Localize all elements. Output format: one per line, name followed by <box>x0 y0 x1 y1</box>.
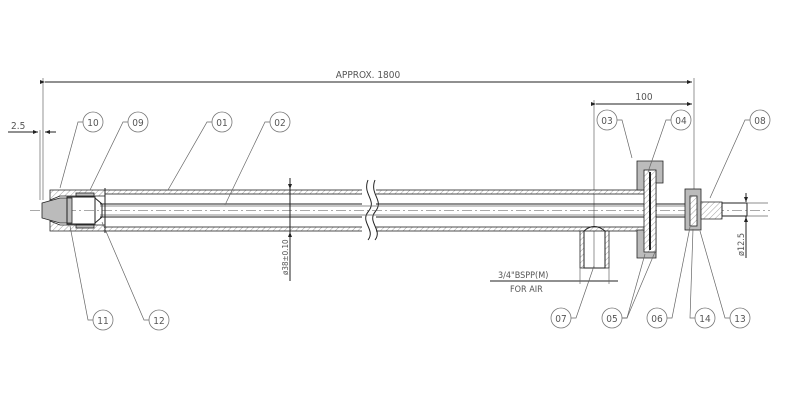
svg-text:12: 12 <box>153 316 164 327</box>
svg-text:06: 06 <box>651 314 663 325</box>
balloon-10: 10 <box>82 111 104 133</box>
tube-diameter-label: ø38±0.10 <box>281 239 290 275</box>
balloon-08: 08 <box>749 109 771 131</box>
balloon-12: 12 <box>148 309 170 331</box>
flange-offset-dimension: 100 <box>591 92 692 268</box>
svg-text:09: 09 <box>132 118 144 129</box>
balloon-13: 13 <box>729 307 751 329</box>
outer-tube <box>104 179 646 241</box>
svg-text:01: 01 <box>216 118 227 129</box>
svg-text:14: 14 <box>699 314 711 325</box>
inner-tube <box>30 203 770 218</box>
tube-diameter-dimension: ø38±0.10 <box>281 178 292 281</box>
balloon-03: 03 <box>596 109 618 131</box>
svg-text:07: 07 <box>555 314 566 325</box>
svg-text:11: 11 <box>97 316 108 327</box>
overall-length-dimension: APPROX. 1800 <box>40 70 695 200</box>
svg-text:04: 04 <box>675 116 687 127</box>
outlet-diameter-label: ø12.5 <box>737 233 747 256</box>
balloon-11: 11 <box>92 309 114 331</box>
air-port-purpose-label: FOR AIR <box>510 285 543 295</box>
svg-text:03: 03 <box>601 116 612 127</box>
balloon-02: 02 <box>269 111 291 133</box>
balloon-09: 09 <box>127 111 149 133</box>
air-port-label: 3/4"BSPP(M) <box>498 271 548 281</box>
nozzle-gap-dimension: 2.5 <box>8 121 56 200</box>
balloon-01: 01 <box>211 111 233 133</box>
balloon-06: 06 <box>646 307 668 329</box>
flange <box>636 160 664 259</box>
nozzle-gap-label: 2.5 <box>11 121 25 132</box>
outlet-fitting: ø12.5 <box>684 188 768 258</box>
air-inlet: 3/4"BSPP(M) FOR AIR <box>490 226 618 295</box>
nozzle-assembly <box>41 188 106 233</box>
flange-offset-label: 100 <box>635 92 652 103</box>
part-balloons: 10 09 01 02 03 04 08 11 12 07 05 06 14 1… <box>82 109 771 331</box>
leader-lines <box>59 119 750 321</box>
overall-length-label: APPROX. 1800 <box>336 70 401 81</box>
balloon-07: 07 <box>550 307 572 329</box>
svg-text:10: 10 <box>87 118 99 129</box>
balloon-05: 05 <box>601 307 623 329</box>
svg-text:13: 13 <box>734 314 745 325</box>
balloon-14: 14 <box>694 307 716 329</box>
svg-text:02: 02 <box>274 118 285 129</box>
svg-text:08: 08 <box>754 116 766 127</box>
svg-text:05: 05 <box>606 314 617 325</box>
balloon-04: 04 <box>670 109 692 131</box>
